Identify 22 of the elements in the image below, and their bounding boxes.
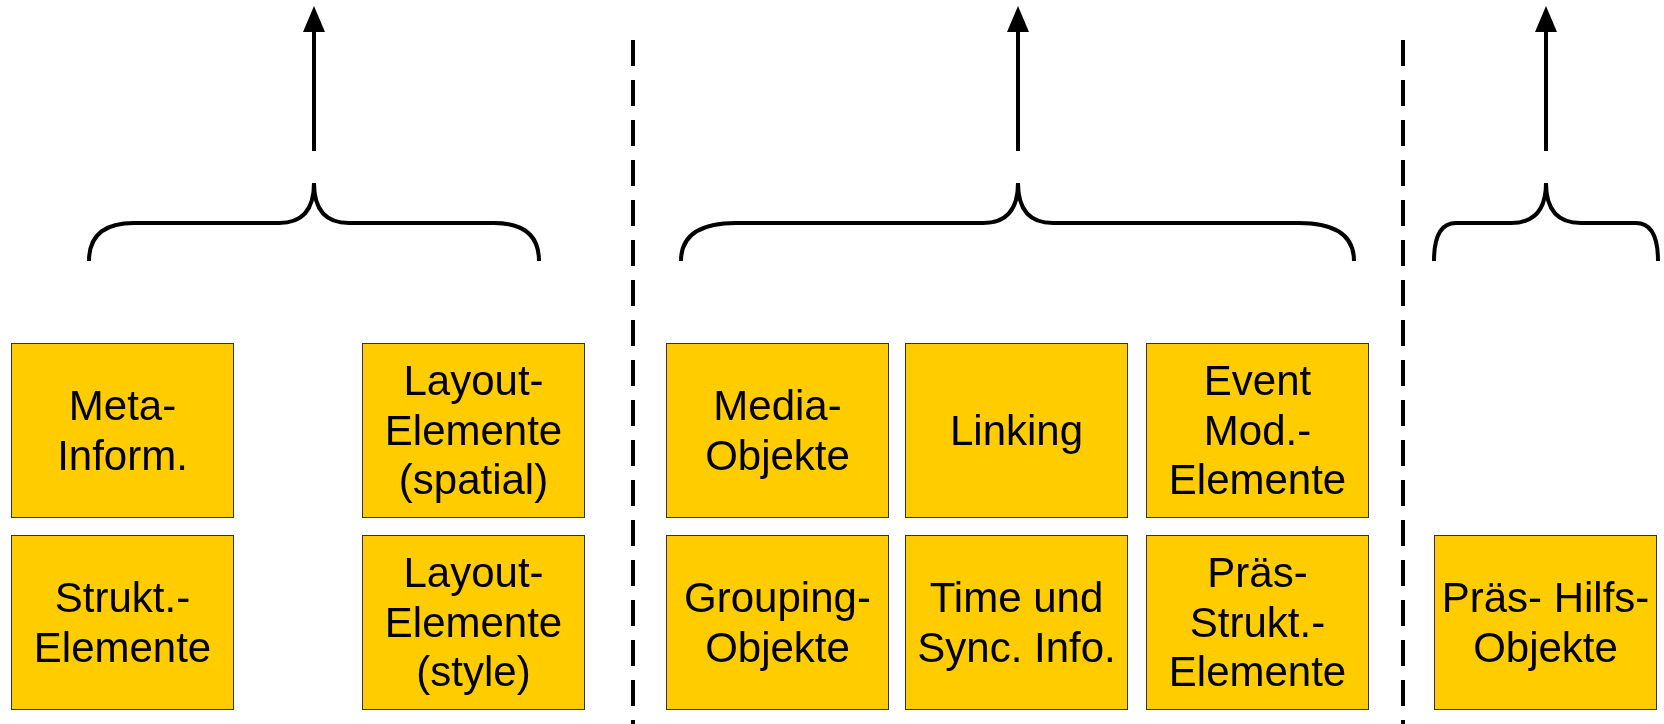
- box-label: Media- Objekte: [704, 380, 851, 481]
- box-label: Strukt.- Elemente: [32, 572, 213, 673]
- category-box: [11, 343, 234, 518]
- box-label: Grouping- Objekte: [683, 572, 872, 673]
- box-label: Meta- Inform.: [56, 380, 189, 481]
- box-label: Layout- Elemente (spatial): [383, 356, 564, 505]
- box-label: Layout- Elemente (style): [383, 548, 564, 697]
- category-box: [1434, 535, 1657, 710]
- category-box: [1146, 535, 1369, 710]
- box-label: Event Mod.- Elemente: [1167, 356, 1348, 505]
- box-label: Time und Sync. Info.: [916, 572, 1117, 673]
- category-box: [11, 535, 234, 710]
- category-box: [905, 343, 1128, 518]
- category-box: [362, 535, 585, 710]
- category-box: [666, 343, 889, 518]
- category-box: [666, 535, 889, 710]
- category-box: [905, 535, 1128, 710]
- box-label: Präs- Strukt.- Elemente: [1167, 548, 1348, 697]
- category-box: [362, 343, 585, 518]
- box-label: Präs- Hilfs- Objekte: [1441, 572, 1650, 673]
- category-box: [1146, 343, 1369, 518]
- box-label: Linking: [949, 405, 1084, 456]
